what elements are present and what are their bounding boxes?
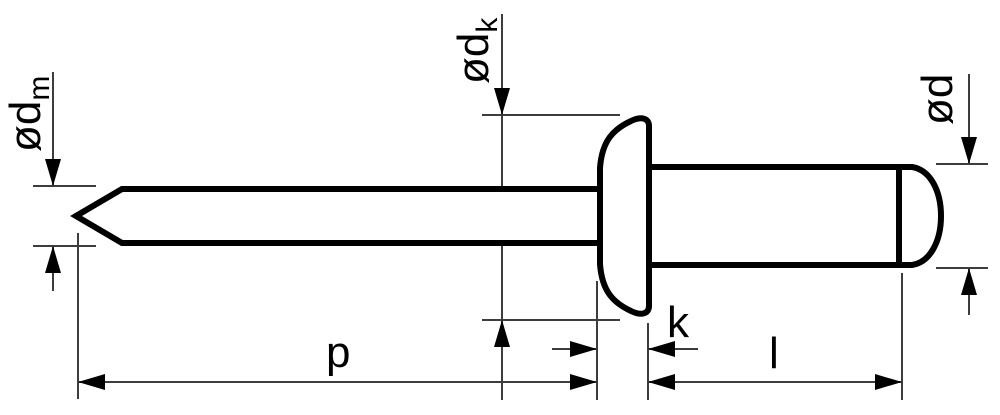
arrow-down-icon [961, 137, 977, 164]
label-body-length: l [769, 329, 779, 378]
arrow-left-icon [78, 374, 105, 390]
arrow-left-icon [648, 341, 675, 357]
dim-protrusion-length [77, 233, 598, 400]
flange-outline [597, 115, 652, 317]
mandrel-outline [70, 186, 615, 246]
arrow-down-icon [45, 159, 61, 186]
label-body-diameter: ød [913, 74, 962, 125]
arrow-up-icon [494, 320, 510, 347]
rivet-outline [70, 115, 945, 317]
label-head-height: k [667, 298, 690, 347]
arrow-right-icon [570, 374, 597, 390]
arrow-up-icon [961, 268, 977, 295]
dimension-labels: ødm ødk ød p k l [1, 17, 962, 378]
arrow-right-icon [875, 374, 902, 390]
arrow-right-icon [570, 341, 597, 357]
dim-mandrel-diameter [33, 72, 96, 291]
arrow-down-icon [494, 88, 510, 115]
dim-head-height [552, 323, 698, 400]
dim-body-length [648, 273, 903, 400]
arrow-up-icon [45, 246, 61, 273]
arrow-left-icon [648, 374, 675, 390]
body-outline [643, 164, 945, 268]
label-mandrel-diameter: ødm [1, 76, 56, 152]
label-head-diameter: ødk [449, 17, 504, 84]
dim-body-diameter [936, 74, 988, 315]
label-protrusion-length: p [326, 328, 350, 377]
